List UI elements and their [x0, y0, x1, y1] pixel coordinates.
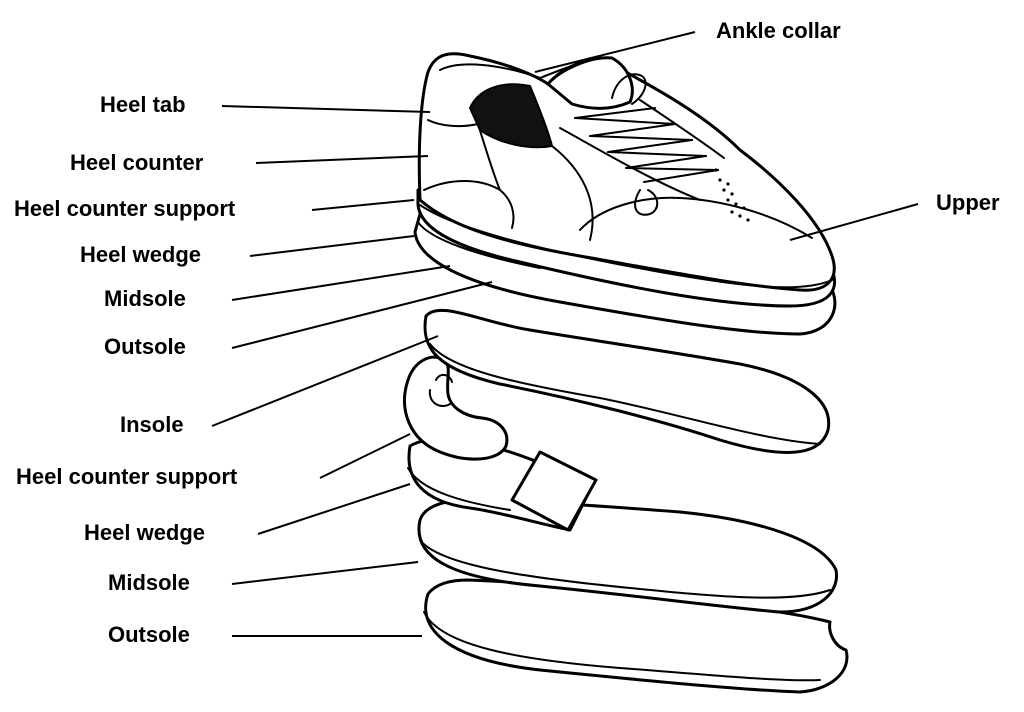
- label-heel-counter: Heel counter: [70, 150, 204, 175]
- leader-heel-tab: [222, 106, 430, 112]
- label-upper: Upper: [936, 190, 1000, 215]
- label-midsole-bottom: Midsole: [108, 570, 190, 595]
- label-midsole-top: Midsole: [104, 286, 186, 311]
- label-ankle-collar: Ankle collar: [716, 18, 841, 43]
- label-heel-counter-support-bottom: Heel counter support: [16, 464, 238, 489]
- leader-midsole-bottom: [232, 562, 418, 584]
- assembled-shoe: [415, 54, 835, 334]
- label-outsole-bottom: Outsole: [108, 622, 190, 647]
- label-outsole-top: Outsole: [104, 334, 186, 359]
- label-heel-wedge-bottom: Heel wedge: [84, 520, 205, 545]
- leader-heel-counter: [256, 156, 428, 163]
- leader-midsole-top: [232, 266, 450, 300]
- label-insole: Insole: [120, 412, 184, 437]
- leader-heel-wedge-bottom: [258, 484, 410, 534]
- leader-insole: [212, 336, 438, 426]
- label-heel-wedge-top: Heel wedge: [80, 242, 201, 267]
- label-heel-tab: Heel tab: [100, 92, 186, 117]
- label-heel-counter-support-top: Heel counter support: [14, 196, 236, 221]
- leader-heel-wedge-top: [250, 236, 414, 256]
- leader-heel-counter-support-top: [312, 200, 414, 210]
- leader-heel-counter-support-bottom: [320, 434, 410, 478]
